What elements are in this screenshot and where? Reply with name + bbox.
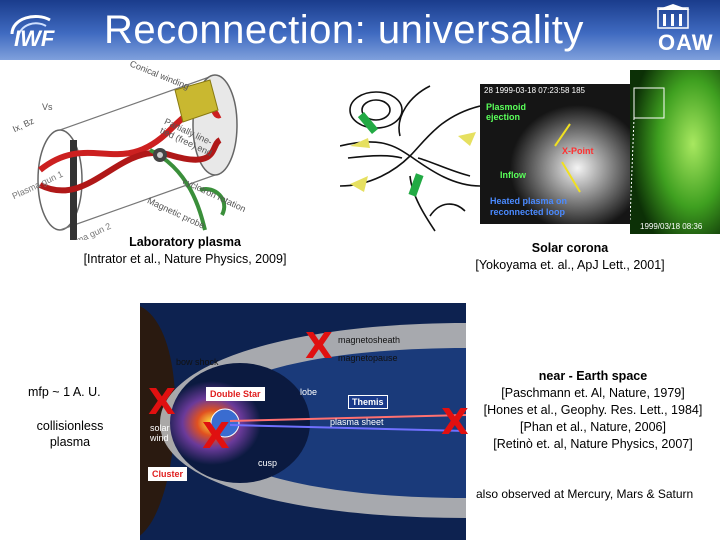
- near-earth-caption: near - Earth space [Paschmann et. Al, Na…: [474, 368, 712, 453]
- solar-corona-caption: Solar corona [Yokoyama et. al., ApJ Lett…: [470, 240, 670, 274]
- reconnection-x-cusp: X: [202, 416, 230, 457]
- solar-corona-image: 28 1999-03-18 07:23:58 185 Plasmoid ejec…: [480, 84, 630, 224]
- solar-disk-image: 1999/03/18 08:36: [630, 70, 720, 234]
- reconnection-x-tail: X: [441, 402, 469, 443]
- iwf-logo: IWF: [6, 10, 76, 52]
- green-sun-illustration: [630, 70, 720, 234]
- solar-flare-illustration: [480, 84, 630, 224]
- collisionless-note: collisionless plasma: [36, 419, 104, 449]
- near-earth-caption-title: near - Earth space: [538, 369, 648, 383]
- near-earth-ref-3: [Phan et al., Nature, 2006]: [520, 420, 666, 434]
- vs-label: Vs: [42, 102, 53, 112]
- bow-shock-label: bow shock: [176, 357, 219, 367]
- header-bar: IWF Reconnection: universality OAW: [0, 0, 720, 60]
- lab-plasma-caption-ref: [Intrator et al., Nature Physics, 2009]: [83, 252, 287, 266]
- lab-plasma-illustration: [37, 74, 238, 240]
- lobe-label: lobe: [300, 387, 318, 397]
- solar-wind-label: solar wind: [150, 423, 170, 443]
- themis-label: Themis: [348, 395, 388, 409]
- oaw-logo: OAW: [650, 4, 716, 56]
- iwf-logo-text: IWF: [14, 26, 55, 51]
- lab-plasma-figure: Conical winding Partially line-tied (fre…: [0, 60, 250, 240]
- near-earth-ref-1: [Paschmann et. Al, Nature, 1979]: [501, 386, 685, 400]
- reconnection-x-dayside: X: [305, 326, 333, 367]
- also-observed-note: also observed at Mercury, Mars & Saturn: [476, 487, 694, 501]
- x-point-field-lines: [340, 76, 480, 234]
- near-earth-ref-4: [Retinò et. al, Nature Physics, 2007]: [493, 437, 693, 451]
- magnetosphere-illustration: [140, 303, 466, 540]
- cluster-label: Cluster: [148, 467, 188, 481]
- solar-corona-caption-ref: [Yokoyama et. al., ApJ Lett., 2001]: [475, 258, 665, 272]
- double-star-label: Double Star: [206, 387, 265, 401]
- solar-corona-caption-title: Solar corona: [531, 241, 609, 255]
- reconnection-x-solar-wind: X: [148, 382, 176, 423]
- magnetopause-label: magnetopause: [338, 353, 398, 363]
- building-icon: [656, 4, 690, 29]
- plasma-sheet-label: plasma sheet: [330, 417, 384, 427]
- solar-timestamp: 28 1999-03-18 07:23:58 185: [484, 86, 585, 95]
- oaw-logo-text: OAW: [658, 30, 714, 55]
- page-title: Reconnection: universality: [104, 8, 584, 52]
- field-line-sketch: [340, 85, 480, 232]
- plasmoid-ejection-label: Plasmoid ejection: [486, 102, 527, 122]
- x-point-label: X-Point: [562, 146, 594, 156]
- near-earth-ref-2: [Hones et al., Geophy. Res. Lett., 1984]: [483, 403, 703, 417]
- lab-plasma-caption: Laboratory plasma [Intrator et al., Natu…: [60, 234, 310, 268]
- magnetosheath-label: magnetosheath: [338, 335, 401, 345]
- lab-plasma-caption-title: Laboratory plasma: [129, 235, 241, 249]
- heated-plasma-label: Heated plasma on reconnected loop: [490, 196, 568, 217]
- solar-date-label: 1999/03/18 08:36: [640, 222, 703, 231]
- magnetosphere-image: magnetosheath magnetopause bow shock Dou…: [140, 303, 466, 540]
- inflow-label: Inflow: [500, 170, 526, 180]
- cusp-label: cusp: [258, 458, 278, 468]
- iwf-swirl-icon: [10, 15, 51, 39]
- mfp-note: mfp ~ 1 A. U.: [28, 385, 101, 399]
